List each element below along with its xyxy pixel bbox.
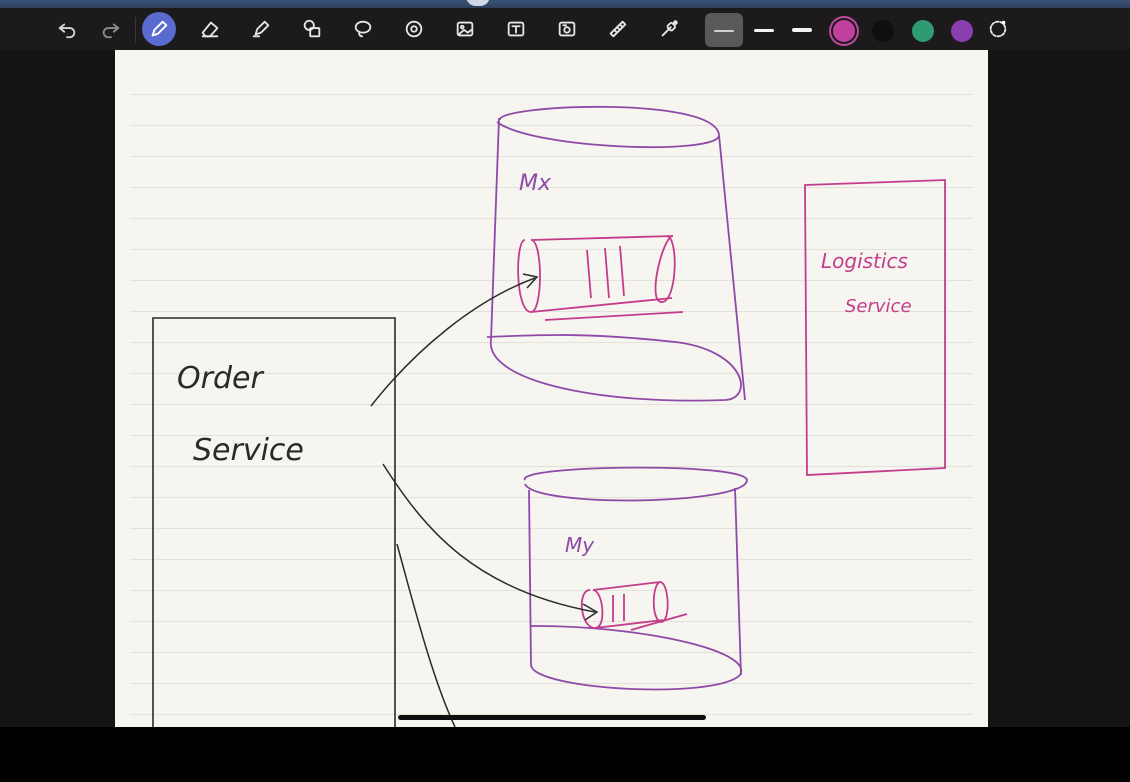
- logistics-service-label-line2: Service: [845, 296, 912, 317]
- notebook-page[interactable]: Order Service Mx Logistics Service My: [115, 50, 988, 727]
- stroke-width-medium[interactable]: [754, 29, 774, 32]
- pen-tool-button[interactable]: [140, 10, 178, 48]
- window-top-strip: [0, 0, 1130, 8]
- bottom-black-bar: [0, 727, 1130, 782]
- shapes-tool-button[interactable]: [293, 10, 331, 48]
- color-swatch-purple[interactable]: [951, 20, 973, 42]
- laser-pointer-icon: [661, 20, 678, 37]
- color-picker-button[interactable]: [979, 10, 1017, 48]
- color-swatch-pink[interactable]: [833, 20, 855, 42]
- laser-pointer-tool-button[interactable]: [650, 10, 688, 48]
- home-indicator[interactable]: [398, 715, 706, 720]
- toolbar-separator: [135, 17, 136, 43]
- arrow-order-down: [396, 543, 456, 727]
- highlighter-icon: [252, 20, 270, 38]
- image-icon: [456, 21, 474, 37]
- undo-icon: [58, 23, 76, 39]
- sticker-tool-button[interactable]: [395, 10, 433, 48]
- camera-notch: [466, 0, 490, 6]
- color-swatch-black[interactable]: [872, 20, 894, 42]
- arrow-order-to-mx: [370, 277, 536, 407]
- redo-button[interactable]: [92, 10, 130, 48]
- queue-mx-label: Mx: [519, 171, 552, 196]
- stroke-width-thick[interactable]: [792, 28, 812, 32]
- order-service-box: [152, 317, 396, 727]
- queue-my-inner: [580, 581, 688, 631]
- queue-mx-cylinder: [486, 105, 746, 402]
- ruler-tool-button[interactable]: [599, 10, 637, 48]
- selected-tool-highlight: [142, 12, 176, 46]
- image-tool-button[interactable]: [446, 10, 484, 48]
- handwritten-diagram: Order Service Mx Logistics Service My: [152, 105, 946, 727]
- pen-icon: [151, 20, 168, 37]
- order-service-label-line1: Order: [177, 361, 264, 396]
- ruler-icon: [609, 20, 627, 38]
- logistics-service-label-line1: Logistics: [821, 249, 908, 273]
- lasso-tool-button[interactable]: [344, 10, 382, 48]
- queue-my-cylinder: [524, 466, 748, 691]
- color-wheel-icon: [989, 20, 1007, 38]
- logistics-service-box: [804, 179, 946, 476]
- queue-mx-inner: [517, 235, 684, 321]
- stroke-thin-indicator: [714, 30, 734, 32]
- eraser-icon: [201, 21, 219, 38]
- camera-tool-button[interactable]: [548, 10, 586, 48]
- arrow-order-to-my: [382, 463, 596, 613]
- camera-icon: [558, 21, 576, 37]
- lasso-icon: [354, 20, 372, 38]
- sticker-icon: [405, 20, 423, 38]
- eraser-tool-button[interactable]: [191, 10, 229, 48]
- text-box-tool-button[interactable]: [497, 10, 535, 48]
- toolbar: [0, 8, 1130, 50]
- highlighter-tool-button[interactable]: [242, 10, 280, 48]
- shapes-icon: [303, 19, 321, 38]
- redo-icon: [102, 23, 120, 39]
- queue-my-label: My: [565, 533, 595, 557]
- order-service-label-line2: Service: [193, 433, 304, 468]
- undo-button[interactable]: [48, 10, 86, 48]
- text-box-icon: [507, 21, 525, 37]
- color-swatch-green[interactable]: [912, 20, 934, 42]
